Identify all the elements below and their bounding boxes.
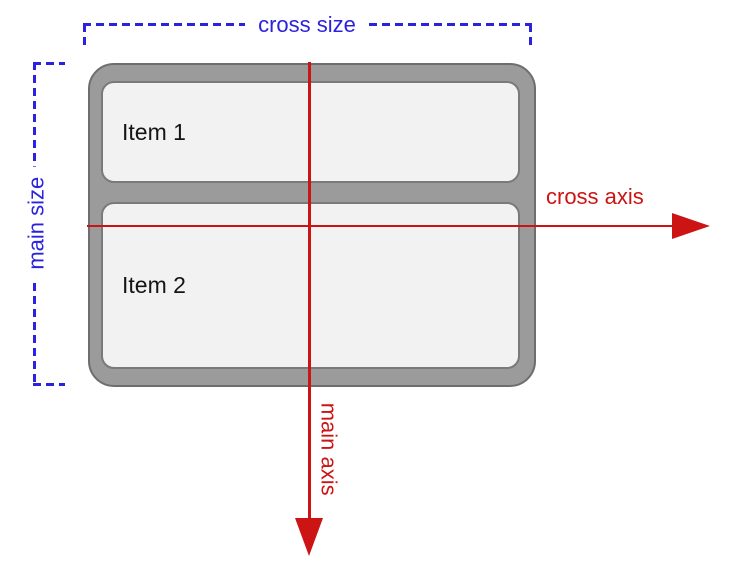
flex-item-2-label: Item 2	[122, 272, 186, 298]
main-size-label: main size	[22, 166, 50, 280]
cross-size-label-box: cross size	[227, 11, 387, 39]
cross-size-bracket-right-tick	[529, 24, 532, 47]
cross-size-bracket-left-tick	[83, 24, 86, 47]
cross-axis-arrowhead-icon	[672, 213, 710, 239]
flex-item-1-label: Item 1	[122, 118, 186, 145]
cross-axis-label: cross axis	[546, 184, 644, 209]
cross-axis-line	[87, 225, 674, 227]
main-size-bracket-bottom-tick	[33, 383, 65, 386]
main-axis-label-box: main axis	[309, 394, 347, 504]
main-axis-label: main axis	[316, 402, 342, 496]
cross-size-label: cross size	[245, 11, 369, 39]
main-axis-line	[308, 62, 311, 519]
main-size-bracket-top-tick	[33, 62, 65, 65]
main-axis-arrowhead-icon	[295, 518, 323, 556]
main-size-label-box: main size	[12, 161, 60, 285]
